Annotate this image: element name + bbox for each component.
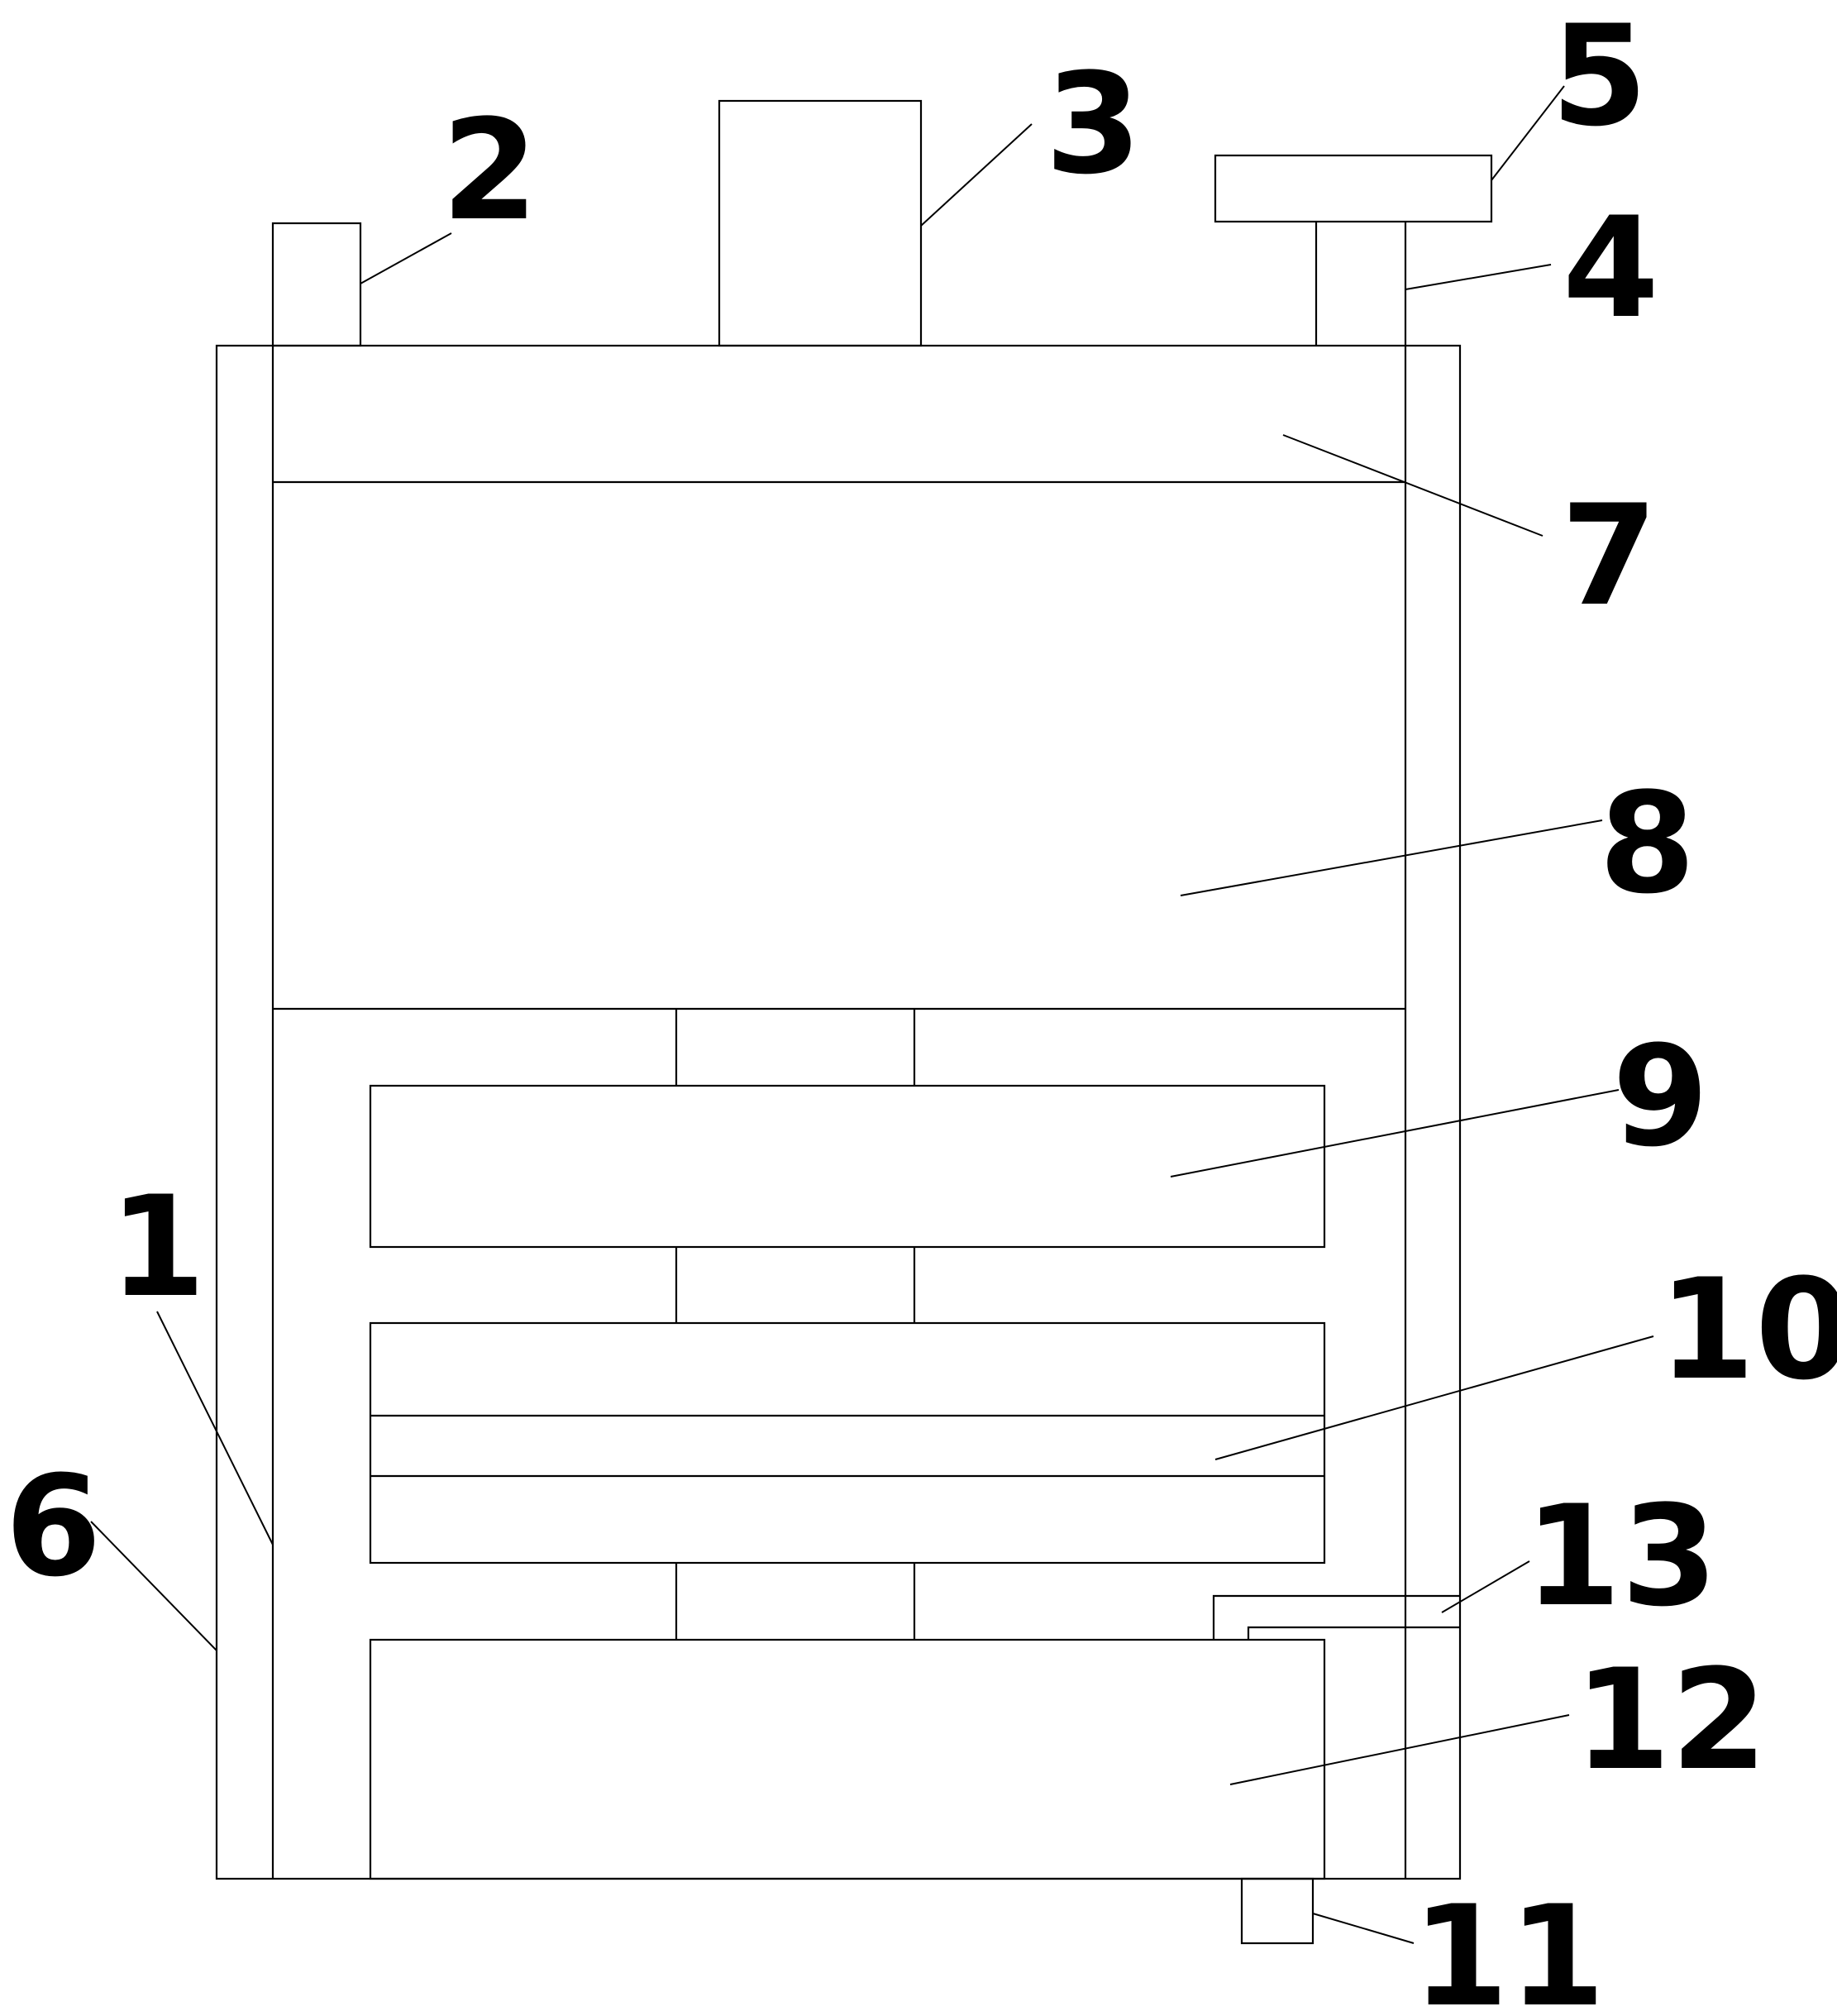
label-13: 13 (1524, 1475, 1718, 1637)
leader-13 (1441, 1560, 1530, 1613)
leader-7 (1282, 434, 1544, 537)
leader-11 (1312, 1913, 1415, 1944)
leader-6 (90, 1521, 217, 1651)
outer-housing (215, 344, 1462, 1880)
label-8: 8 (1599, 762, 1696, 924)
leader-12 (1229, 1714, 1570, 1785)
leader-2 (360, 232, 452, 284)
part-5-handle (1214, 154, 1493, 223)
leader-3 (920, 123, 1033, 227)
leader-4 (1405, 264, 1552, 290)
label-10: 10 (1658, 1249, 1837, 1411)
part-11-outlet (1240, 1877, 1315, 1945)
label-7: 7 (1561, 475, 1658, 637)
leader-8 (1180, 819, 1603, 896)
label-12: 12 (1574, 1639, 1768, 1801)
part-10-box (369, 1321, 1326, 1565)
leader-1 (156, 1311, 274, 1545)
label-3: 3 (1045, 43, 1142, 205)
part-13-bracket-outer (1212, 1594, 1460, 1640)
label-9: 9 (1612, 1015, 1709, 1178)
part-12-box (369, 1638, 1326, 1880)
label-2: 2 (441, 89, 538, 251)
leader-10 (1214, 1335, 1654, 1460)
label-5: 5 (1551, 0, 1648, 157)
label-4: 4 (1563, 187, 1659, 349)
part-9-box (369, 1084, 1326, 1249)
label-1: 1 (109, 1166, 206, 1328)
leader-5 (1491, 85, 1565, 181)
leader-9 (1170, 1089, 1620, 1178)
label-6: 6 (5, 1445, 102, 1608)
label-11: 11 (1412, 1875, 1606, 2016)
part-2-inlet (271, 222, 362, 347)
part-3-top-box (718, 99, 923, 347)
part-13-bracket-inner (1247, 1626, 1460, 1640)
